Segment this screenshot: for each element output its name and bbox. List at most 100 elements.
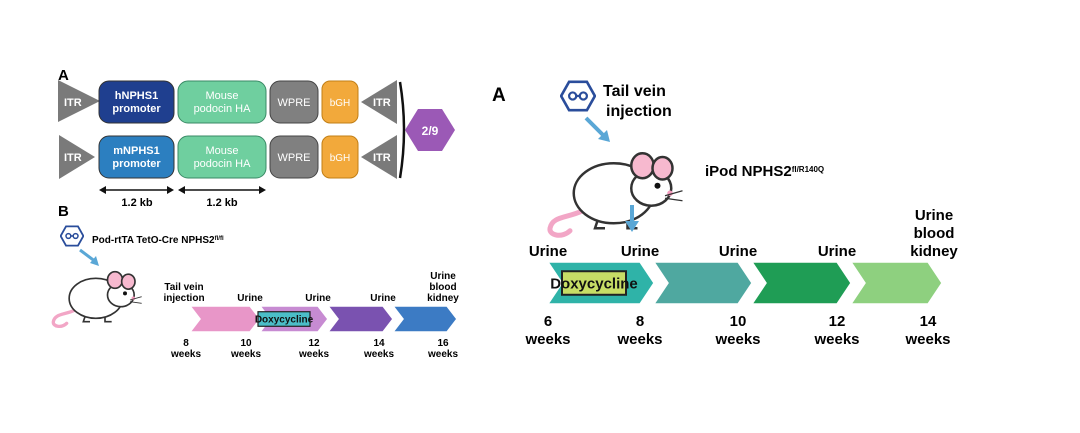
week-number: 8 — [183, 338, 189, 349]
itr-left-shape — [59, 135, 95, 179]
size-label-1: 1.2 kb — [121, 197, 152, 209]
week-unit: weeks — [363, 349, 394, 360]
right-drop-arrowhead — [625, 221, 639, 232]
event-label: kidney — [427, 293, 459, 304]
right-vector-icon — [560, 80, 596, 112]
gene-line2: podocin HA — [194, 158, 252, 170]
itr-right-label: ITR — [373, 97, 391, 109]
event-label: blood — [429, 282, 456, 293]
event-label: Urine — [237, 293, 263, 304]
wpre-box — [269, 80, 319, 124]
event-label: Urine — [719, 243, 757, 260]
gene-line2: podocin HA — [194, 103, 252, 115]
week-number: 12 — [829, 313, 846, 330]
promoter-line1: hNPHS1 — [115, 90, 158, 102]
construct-bracket — [398, 81, 406, 179]
right-mouse-illustration — [550, 153, 683, 235]
week-number: 10 — [730, 313, 747, 330]
right-mouse-line: iPod NPHS2fl/R140Q — [705, 163, 824, 180]
event-label: Urine — [430, 271, 456, 282]
itr-right-shape — [361, 80, 397, 124]
serotype-label: 2/9 — [422, 124, 439, 138]
timeline-segment — [750, 261, 852, 305]
event-label: kidney — [910, 243, 958, 260]
event-label: Urine — [370, 293, 396, 304]
wpre-box — [269, 135, 319, 179]
event-label: injection — [163, 293, 204, 304]
promoter-box — [98, 80, 175, 124]
week-unit: weeks — [230, 349, 261, 360]
itr-left-label: ITR — [64, 97, 82, 109]
doxycycline-label: Doxycycline — [255, 315, 314, 326]
gene-box — [177, 80, 267, 124]
bgh-box — [321, 80, 359, 124]
gene-line1: Mouse — [205, 145, 238, 157]
right-panel-label: A — [492, 85, 506, 106]
construct-row-1: ITR hNPHS1 promoter Mouse podocin HA WPR… — [58, 80, 397, 124]
right-injection-arrowhead — [598, 130, 610, 142]
timeline-segment — [849, 261, 943, 305]
doxycycline-label: Doxycycline — [550, 275, 638, 292]
itr-left-label: ITR — [64, 152, 82, 164]
event-label: Urine — [529, 243, 567, 260]
week-number: 14 — [373, 338, 385, 349]
left-panel-b-label: B — [58, 203, 69, 220]
timeline-segment — [391, 305, 458, 333]
event-label: Urine — [621, 243, 659, 260]
right-injection-arrow — [584, 116, 607, 139]
left-injection-arrowhead — [90, 256, 99, 266]
promoter-line2: promoter — [112, 158, 161, 170]
timeline-segment — [652, 261, 753, 305]
left-mouse-illustration — [51, 269, 144, 329]
event-label: blood — [914, 225, 955, 242]
construct-row-2: ITR mNPHS1 promoter Mouse podocin HA WPR… — [59, 135, 397, 179]
right-injection-line2: injection — [606, 103, 672, 120]
event-label: Urine — [305, 293, 331, 304]
size-arrow-2 — [178, 186, 266, 194]
doxycycline-box — [561, 270, 627, 296]
week-unit: weeks — [524, 331, 570, 348]
week-unit: weeks — [170, 349, 201, 360]
event-label: Urine — [915, 207, 953, 224]
promoter-box — [98, 135, 175, 179]
week-unit: weeks — [714, 331, 760, 348]
week-number: 10 — [240, 338, 252, 349]
size-label-2: 1.2 kb — [206, 197, 237, 209]
wpre-label: WPRE — [278, 97, 311, 109]
promoter-line2: promoter — [112, 103, 161, 115]
week-unit: weeks — [616, 331, 662, 348]
week-number: 16 — [437, 338, 449, 349]
bgh-box — [321, 135, 359, 179]
timeline-segment — [326, 305, 394, 333]
serotype-hexagon — [405, 109, 455, 151]
event-label: Tail vein — [164, 282, 203, 293]
itr-right-label: ITR — [373, 152, 391, 164]
itr-right-shape — [361, 135, 397, 179]
week-number: 6 — [544, 313, 552, 330]
itr-left-shape — [58, 80, 100, 122]
left-panel-a-label: A — [58, 67, 69, 84]
doxycycline-box — [257, 311, 311, 327]
week-number: 14 — [920, 313, 937, 330]
gene-line1: Mouse — [205, 90, 238, 102]
promoter-line1: mNPHS1 — [113, 145, 159, 157]
gene-box — [177, 135, 267, 179]
left-mouse-line: Pod-rtTA TetO-Cre NPHS2fl/fl — [92, 235, 224, 246]
right-injection-line1: Tail vein — [603, 83, 666, 100]
week-unit: weeks — [298, 349, 329, 360]
size-arrow-1 — [99, 186, 174, 194]
timeline-segment — [188, 305, 261, 333]
wpre-label: WPRE — [278, 152, 311, 164]
week-unit: weeks — [427, 349, 458, 360]
week-unit: weeks — [904, 331, 950, 348]
event-label: Urine — [818, 243, 856, 260]
week-unit: weeks — [813, 331, 859, 348]
vector-icon — [60, 225, 84, 247]
week-number: 12 — [308, 338, 320, 349]
bgh-label: bGH — [330, 153, 351, 164]
week-number: 8 — [636, 313, 644, 330]
bgh-label: bGH — [330, 98, 351, 109]
